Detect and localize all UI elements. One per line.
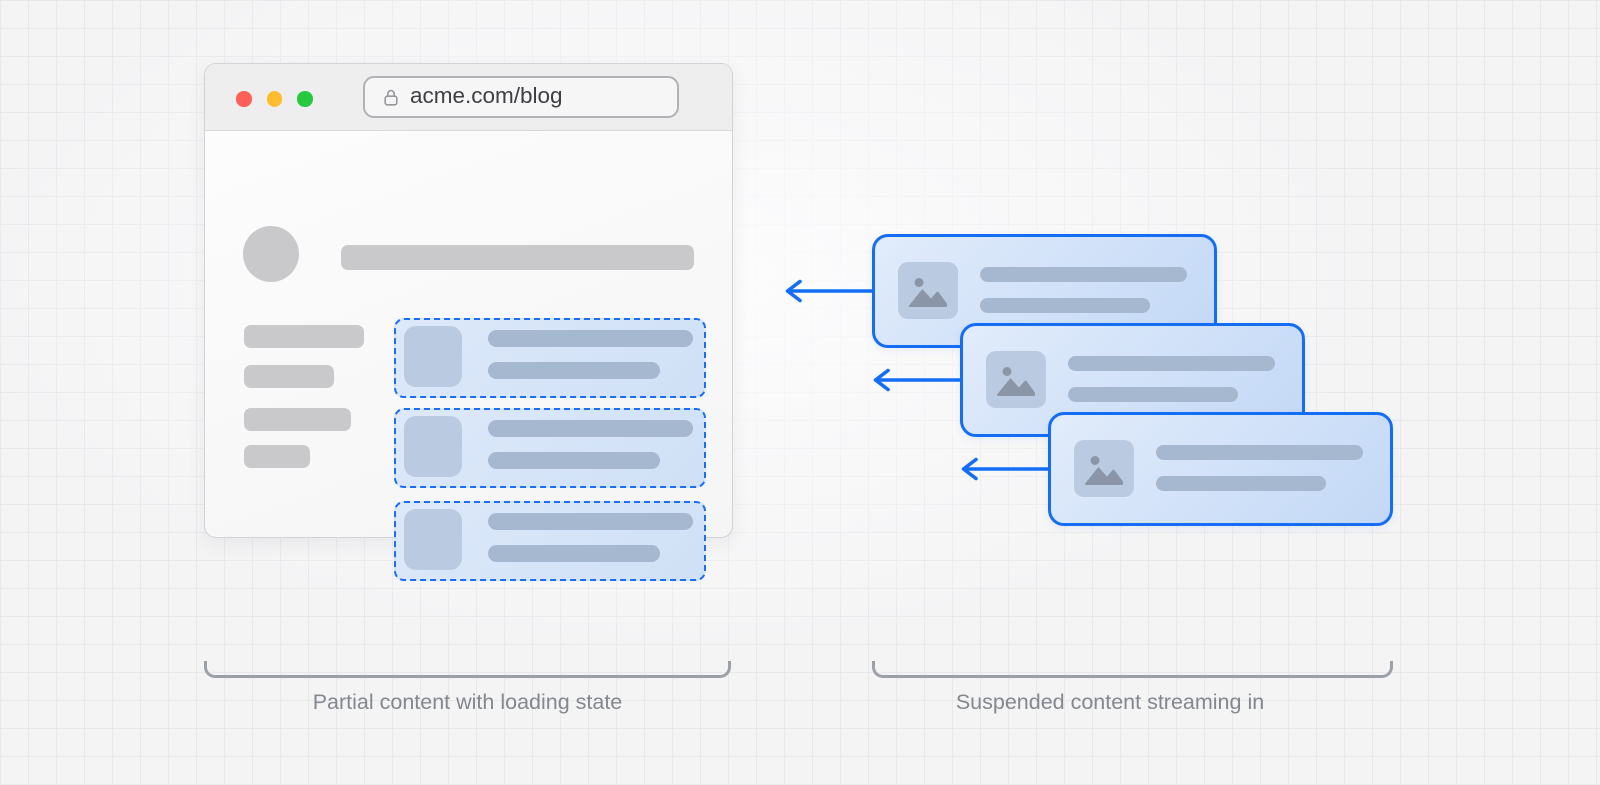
text-line-placeholder [1156, 476, 1326, 491]
sidebar-placeholder-bar [244, 445, 310, 468]
thumbnail-placeholder [1074, 440, 1134, 497]
image-icon [997, 366, 1035, 396]
image-icon [909, 277, 947, 307]
avatar-placeholder [243, 226, 299, 282]
text-line-placeholder [1156, 445, 1363, 460]
skeleton-card [394, 408, 706, 488]
thumbnail-placeholder [404, 326, 462, 387]
arrow-left-icon [961, 457, 1049, 481]
bracket-right [872, 661, 1393, 678]
browser-window-mockup: acme.com/blog [204, 63, 733, 581]
skeleton-card [394, 318, 706, 398]
thumbnail-placeholder [404, 509, 462, 570]
traffic-light-close-icon [236, 91, 252, 107]
url-text: acme.com/blog [410, 82, 563, 108]
text-line-placeholder [1068, 387, 1238, 402]
traffic-light-zoom-icon [297, 91, 313, 107]
arrow-left-icon [873, 368, 961, 392]
bracket-left [204, 661, 731, 678]
text-line-placeholder [488, 513, 693, 530]
traffic-lights [236, 91, 313, 107]
image-icon [1085, 455, 1123, 485]
text-line-placeholder [488, 362, 660, 379]
text-line-placeholder [488, 545, 660, 562]
sidebar-placeholder-bar [244, 408, 351, 431]
browser-content [205, 131, 732, 581]
text-line-placeholder [1068, 356, 1275, 371]
caption-left: Partial content with loading state [312, 690, 623, 714]
caption-right: Suspended content streaming in [955, 690, 1265, 714]
stream-card [872, 234, 1217, 348]
sidebar-placeholder-bar [244, 325, 364, 348]
thumbnail-placeholder [898, 262, 958, 319]
traffic-light-minimize-icon [266, 91, 282, 107]
text-line-placeholder [980, 267, 1187, 282]
arrow-left-icon [785, 279, 873, 303]
title-placeholder-bar [341, 245, 694, 270]
url-bar: acme.com/blog [363, 76, 679, 118]
text-line-placeholder [488, 330, 693, 347]
text-line-placeholder [488, 452, 660, 469]
thumbnail-placeholder [404, 416, 462, 477]
text-line-placeholder [488, 420, 693, 437]
browser-title-bar: acme.com/blog [205, 64, 732, 131]
sidebar-placeholder-bar [244, 365, 334, 388]
skeleton-card [394, 501, 706, 581]
thumbnail-placeholder [986, 351, 1046, 408]
lock-icon [384, 89, 398, 106]
stream-card [1048, 412, 1393, 526]
text-line-placeholder [980, 298, 1150, 313]
